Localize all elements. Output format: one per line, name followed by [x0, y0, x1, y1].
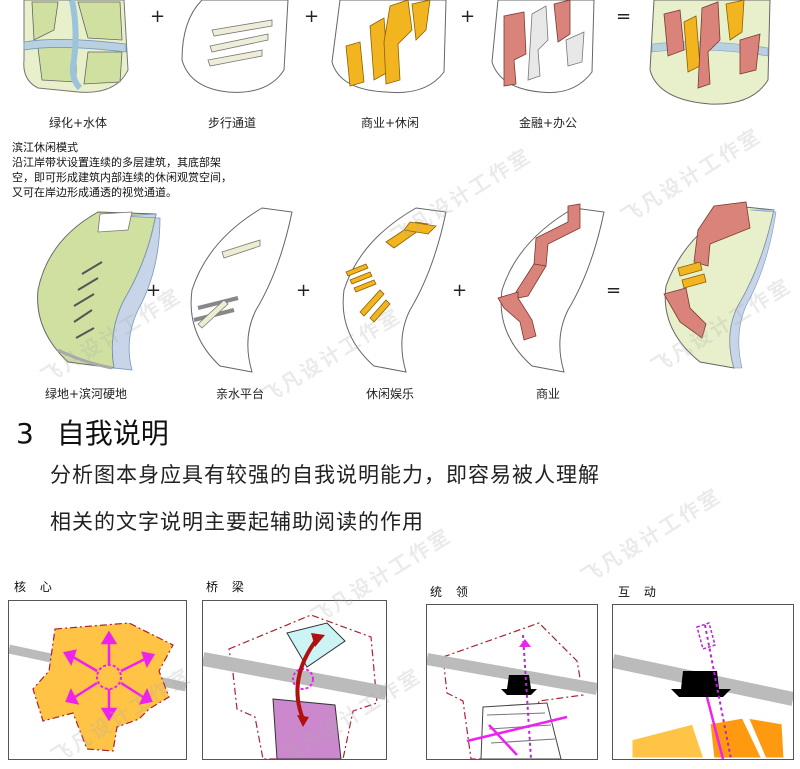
- equals-operator: =: [606, 280, 622, 301]
- watermark-text: 飞凡设计工作室: [576, 482, 726, 589]
- note-line: 沿江岸带状设置连续的多层建筑，其底部架: [12, 156, 221, 169]
- caption-commerce: 商业: [535, 387, 560, 401]
- section-body-line-1: 分析图本身应具有较强的自我说明能力，即容易被人理解: [50, 463, 600, 487]
- greenland-waterfront-diagram: [37, 211, 161, 371]
- plus-operator: +: [460, 6, 476, 27]
- section-number: 3: [16, 417, 34, 450]
- caption-pedestrian: 步行通道: [207, 116, 256, 130]
- commercial-leisure-diagram: [331, 0, 447, 94]
- commerce-diagram: [497, 203, 605, 373]
- caption-finance-office: 金融+办公: [518, 116, 578, 130]
- waterfront-platform-diagram: [190, 207, 293, 373]
- panel-label-lead: 统 领: [430, 585, 473, 599]
- section-title: 自我说明: [56, 417, 169, 450]
- equals-operator: =: [616, 6, 632, 27]
- riverside-note: 滨江休闲模式 沿江岸带状设置连续的多层建筑，其底部架 空，即可形成建筑内部连续的…: [12, 140, 232, 200]
- pedestrian-diagram: [181, 0, 289, 93]
- caption-waterfront-platform: 亲水平台: [215, 387, 264, 401]
- caption-leisure-entertainment: 休闲娱乐: [365, 387, 414, 401]
- core-diagram: [9, 622, 186, 752]
- combined-result-diagram-2: [663, 201, 777, 369]
- note-line: 空，即可形成建筑内部连续的休闲观赏空间，: [12, 171, 232, 184]
- bridge-diagram: [203, 614, 386, 759]
- green-water-diagram: [23, 0, 129, 93]
- plus-operator: +: [150, 6, 166, 27]
- note-line: 又可在岸边形成通透的视觉通道。: [12, 186, 177, 199]
- plus-operator: +: [452, 280, 468, 301]
- panel-interact: [612, 604, 794, 760]
- note-title: 滨江休闲模式: [12, 141, 78, 154]
- section-heading: 3 自我说明: [16, 412, 169, 452]
- combined-result-diagram-1: [649, 0, 771, 105]
- caption-commercial-leisure: 商业+休闲: [360, 116, 420, 130]
- interact-diagram: [613, 622, 793, 759]
- panel-bridge: [202, 600, 387, 760]
- panel-lead: [426, 604, 598, 760]
- section-body-line-2: 相关的文字说明主要起辅助阅读的作用: [50, 510, 424, 534]
- panel-label-core: 核 心: [14, 580, 57, 594]
- finance-office-diagram: [491, 0, 595, 94]
- caption-greenland-waterfront: 绿地+滨河硬地: [44, 387, 128, 401]
- plus-operator: +: [296, 280, 312, 301]
- panel-label-bridge: 桥 梁: [206, 580, 249, 594]
- leisure-entertainment-diagram: [342, 207, 447, 373]
- plus-operator: +: [146, 280, 162, 301]
- panel-label-interact: 互 动: [618, 585, 661, 599]
- caption-green-water: 绿化+水体: [48, 116, 108, 130]
- lead-diagram: [427, 622, 597, 759]
- plus-operator: +: [304, 6, 320, 27]
- panel-core: [8, 600, 187, 760]
